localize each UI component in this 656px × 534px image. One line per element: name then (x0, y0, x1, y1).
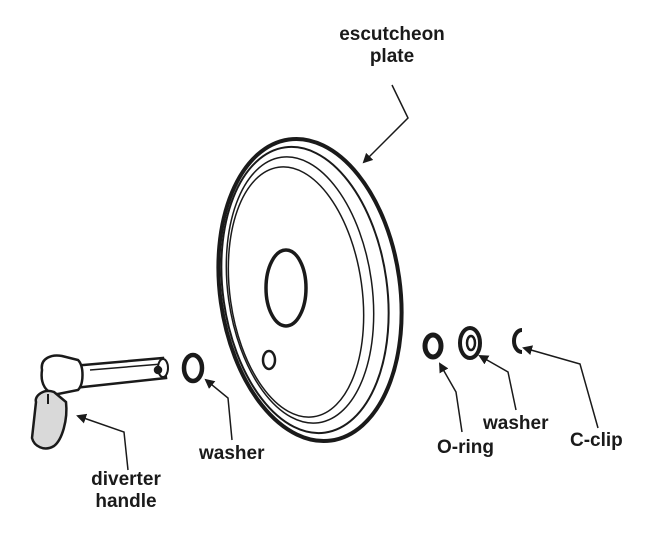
center-hole (264, 248, 308, 328)
leader-diverter-handle (76, 413, 129, 471)
leader-washer-right (478, 355, 517, 411)
leader-c-clip (522, 345, 599, 429)
escutcheon-plate (216, 136, 404, 444)
label-o-ring: O-ring (437, 437, 494, 458)
label-escutcheon-plate: escutcheon plate (330, 24, 454, 68)
diverter-handle (30, 354, 169, 450)
label-washer-left: washer (199, 443, 265, 464)
leader-washer-left (204, 378, 233, 441)
leader-lines (76, 84, 599, 471)
label-escutcheon-line2: plate (369, 46, 415, 67)
leader-escutcheon-plate (362, 84, 409, 164)
washer-left (181, 352, 205, 384)
label-c-clip: C-clip (570, 430, 623, 451)
c-clip (512, 328, 523, 354)
label-washer-right: washer (483, 413, 549, 434)
leader-o-ring (439, 362, 463, 433)
label-diverter-line2: handle (95, 491, 157, 512)
label-diverter-handle: diverter handle (76, 469, 176, 513)
label-escutcheon-line1: escutcheon (339, 24, 445, 45)
o-ring (422, 332, 444, 360)
small-hole (261, 349, 277, 371)
label-diverter-line1: diverter (91, 469, 161, 490)
washer-right (458, 326, 482, 360)
